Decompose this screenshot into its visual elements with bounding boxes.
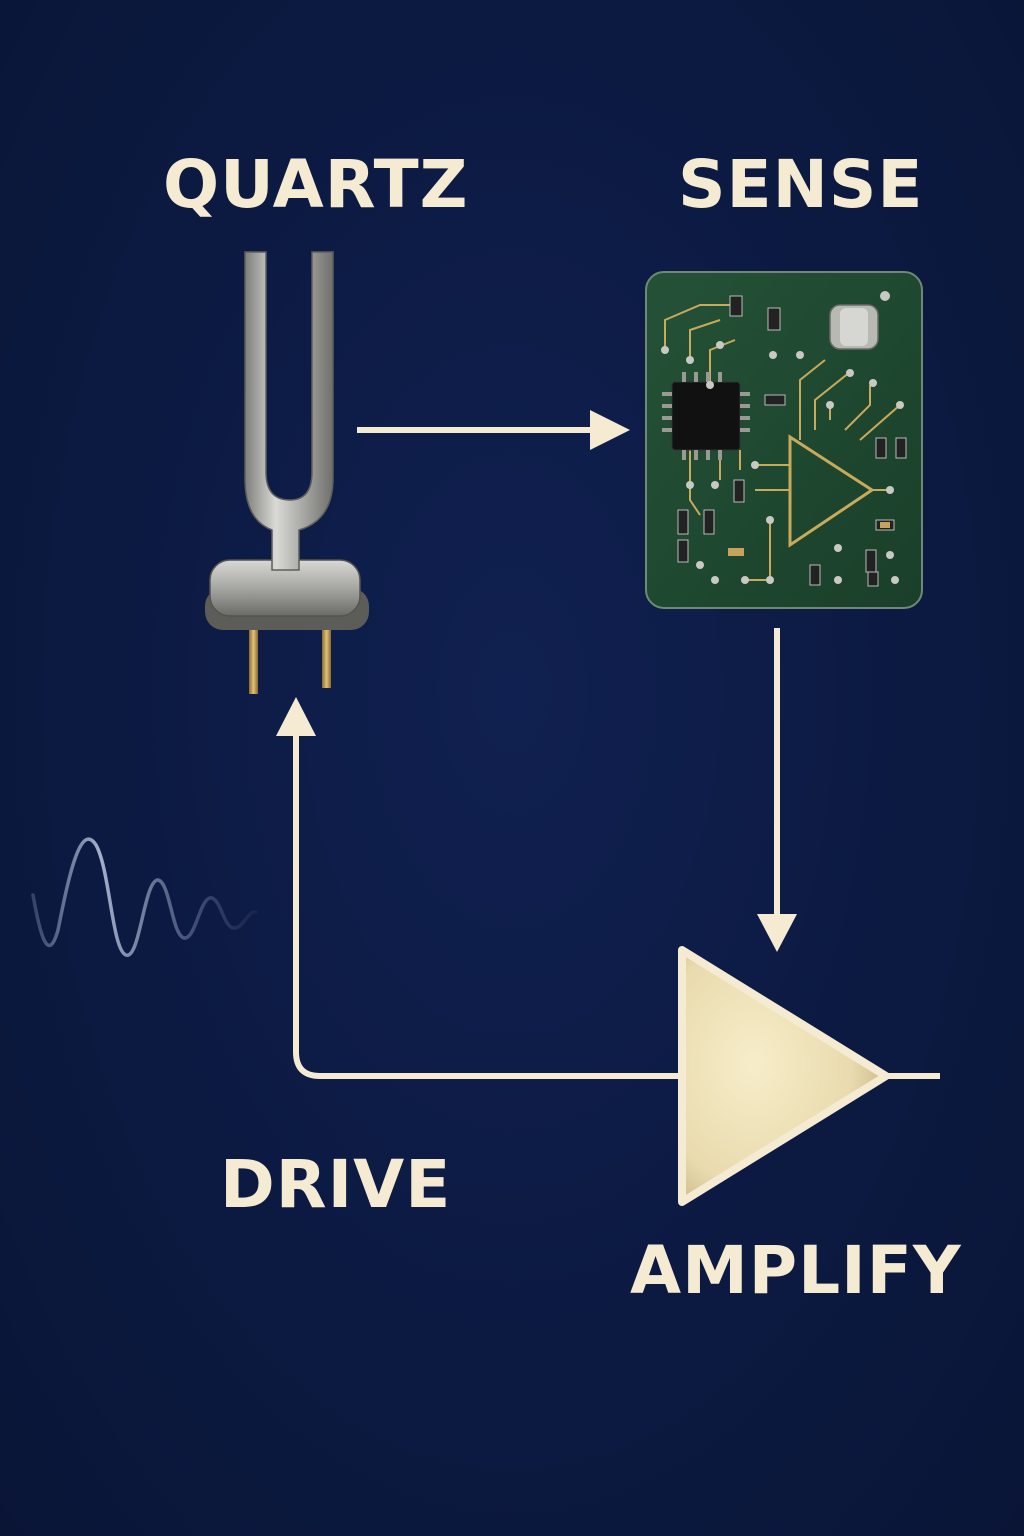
quartz-label: QUARTZ <box>163 146 469 223</box>
circuit-board-icon <box>645 271 923 609</box>
arrow-quartz-to-sense <box>357 410 630 450</box>
sense-label: SENSE <box>678 146 924 223</box>
amplify-label: AMPLIFY <box>630 1232 962 1309</box>
drive-label: DRIVE <box>220 1146 452 1223</box>
tuning-fork <box>244 251 334 571</box>
feedback-path <box>276 697 680 1079</box>
crystal-pin-right <box>322 620 331 688</box>
arrow-sense-to-amplify <box>757 628 797 952</box>
amplifier-triangle-icon <box>678 946 890 1206</box>
decaying-wave-icon <box>31 837 258 957</box>
tuning-fork-crystal-icon <box>205 251 369 694</box>
crystal-pin-left <box>249 620 258 694</box>
